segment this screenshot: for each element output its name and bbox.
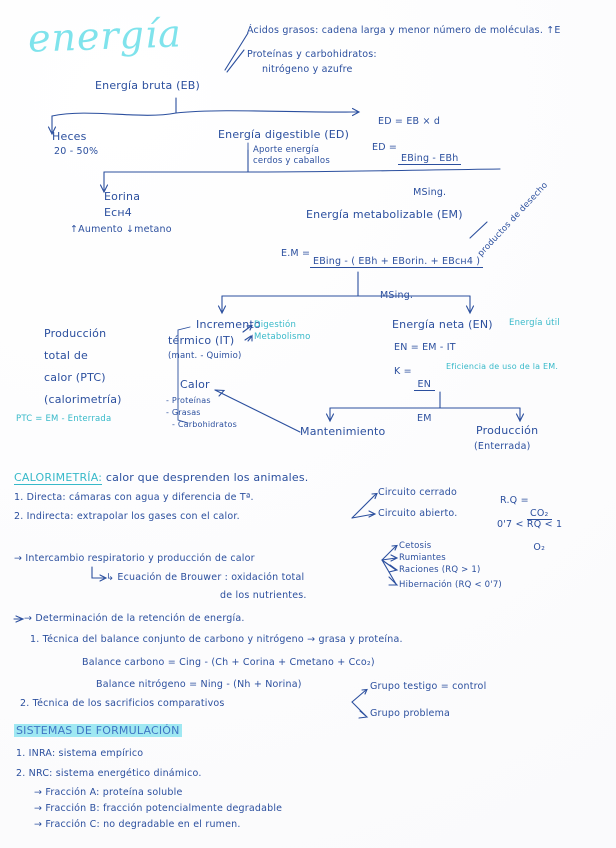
node-energia-metabolizable: Energía metabolizable (EM) (306, 208, 463, 221)
retencion-heading: → Determinación de la retención de energ… (24, 613, 245, 624)
node-ptc-line1: Producción (44, 327, 107, 340)
formula-k-label: K = (394, 366, 412, 377)
sistemas-heading: SISTEMAS DE FORMULACIÓN (14, 724, 182, 737)
calorimetria-circuito-abierto: Circuito abierto. (378, 508, 458, 519)
node-heces: Heces (52, 130, 87, 143)
node-ptc-line3: calor (PTC) (44, 371, 106, 384)
formula-en-eq: EN = EM - IT (394, 342, 456, 353)
node-calor: Calor (180, 378, 210, 391)
annotation-nitrogeno-azufre: nitrógeno y azufre (262, 64, 353, 75)
formula-k-description: Eficiencia de uso de la EM. (446, 362, 559, 371)
node-produccion-sub: (Enterrada) (474, 441, 531, 452)
node-digestion: Digestión (254, 320, 297, 330)
annotation-productos-desecho: productos de desecho (476, 180, 551, 259)
calorimetria-intercambio: → Intercambio respiratorio y producción … (14, 553, 255, 564)
rq-item-raciones: Raciones (RQ > 1) (399, 565, 481, 575)
node-incremento-line2: térmico (IT) (168, 334, 235, 347)
node-calor-item-proteinas: - Proteínas (166, 396, 211, 405)
formula-ed-simple: ED = EB × d (378, 116, 441, 127)
sistemas-heading-text: SISTEMAS DE FORMULACIÓN (14, 724, 182, 737)
node-ptc-line4: (calorimetría) (44, 393, 122, 406)
sistemas-fraccion-a: → Fracción A: proteína soluble (34, 787, 183, 798)
note-aporte-energia-line1: Aporte energía (253, 145, 320, 155)
formula-ed-numerator: EBing - EBh (398, 153, 462, 165)
sistemas-item-nrc: 2. NRC: sistema energético dinámico. (16, 768, 202, 779)
formula-ed-fraction: EBing - EBh MSing. (398, 131, 462, 220)
formula-rq-range: 0'7 < RQ < 1 (497, 519, 563, 530)
formula-em-denominator: MSing. (380, 290, 414, 301)
formula-rq-label: R.Q = (500, 495, 529, 506)
node-aumento-metano: ↑Aumento ↓metano (70, 224, 172, 235)
formula-k-denominator: EM (417, 413, 432, 424)
retencion-balance-carbono: Balance carbono = Cing - (Ch + Corina + … (82, 657, 375, 668)
rq-item-rumiantes: Rumiantes (399, 553, 446, 563)
node-mantenimiento: Mantenimiento (300, 425, 386, 438)
formula-k-numerator: EN (414, 379, 435, 391)
node-ech4: Ecн4 (104, 206, 132, 219)
formula-ed-label: ED = (372, 142, 398, 153)
node-calor-item-grasas: - Grasas (166, 408, 201, 417)
formula-k-fraction: EN EM (414, 357, 435, 446)
sistemas-fraccion-c: → Fracción C: no degradable en el rumen. (34, 819, 241, 830)
formula-rq-numerator: CO₂ (527, 508, 552, 520)
formula-rq-denominator: O₂ (533, 542, 546, 553)
calorimetria-circuito-cerrado: Circuito cerrado (378, 487, 457, 498)
node-calor-item-carbohidratos: - Carbohidratos (172, 420, 237, 429)
calorimetria-item-indirecta: 2. Indirecta: extrapolar los gases con e… (14, 511, 240, 522)
section-calorimetria: CALORIMETRÍA: calor que desprenden los a… (14, 471, 309, 485)
formula-em-fraction: EBing - ( EBh + EBorin. + EBcн4 ) MSing. (310, 234, 484, 323)
calorimetria-brouwer-line2: de los nutrientes. (220, 590, 307, 601)
retencion-grupo-testigo: Grupo testigo = control (370, 681, 487, 692)
retencion-grupo-problema: Grupo problema (370, 708, 451, 719)
sistemas-fraccion-b: → Fracción B: fracción potencialmente de… (34, 803, 283, 814)
node-energia-bruta: Energía bruta (EB) (95, 79, 201, 92)
formula-ptc: PTC = EM - Enterrada (16, 414, 112, 424)
node-eorina: Eorina (104, 190, 141, 203)
calorimetria-heading-rest: calor que desprenden los animales. (102, 471, 309, 484)
node-energia-digestible: Energía digestible (ED) (218, 128, 350, 141)
node-incremento-line1: Incremento (196, 318, 261, 331)
rq-item-hibernacion: Hibernación (RQ < 0'7) (399, 580, 502, 590)
node-produccion: Producción (476, 424, 539, 437)
rq-item-cetosis: Cetosis (399, 541, 432, 551)
node-ptc-line2: total de (44, 349, 88, 362)
formula-ed-denominator: MSing. (413, 187, 447, 198)
node-heces-percent: 20 - 50% (54, 146, 99, 157)
node-incremento-line3: (mant. - Quimio) (168, 351, 242, 361)
retencion-balance-nitrogeno: Balance nitrógeno = Ning - (Nh + Norina) (96, 679, 302, 690)
sistemas-item-inra: 1. INRA: sistema empírico (16, 748, 144, 759)
calorimetria-heading: CALORIMETRÍA: (14, 471, 103, 485)
retencion-item-2: 2. Técnica de los sacrificios comparativ… (20, 698, 225, 709)
formula-em-numerator: EBing - ( EBh + EBorin. + EBcн4 ) (310, 256, 484, 268)
annotation-acidos-grasos: Ácidos grasos: cadena larga y menor núme… (247, 25, 561, 36)
calorimetria-item-directa: 1. Directa: cámaras con agua y diferenci… (14, 492, 254, 503)
formula-rq-fraction: CO₂ O₂ (527, 486, 552, 575)
calorimetria-brouwer-line1: ↳ Ecuación de Brouwer : oxidación total (106, 572, 305, 583)
node-metabolismo: Metabolismo (254, 332, 311, 342)
retencion-item-1: 1. Técnica del balance conjunto de carbo… (30, 634, 403, 645)
formula-em-label: E.M = (281, 248, 311, 259)
node-energia-util: Energía útil (509, 318, 560, 328)
page-title: energía (27, 11, 183, 61)
note-aporte-energia-line2: cerdos y caballos (253, 156, 330, 166)
node-energia-neta: Energía neta (EN) (392, 318, 493, 331)
annotation-proteinas-carbohidratos: Proteínas y carbohidratos: (247, 49, 377, 60)
